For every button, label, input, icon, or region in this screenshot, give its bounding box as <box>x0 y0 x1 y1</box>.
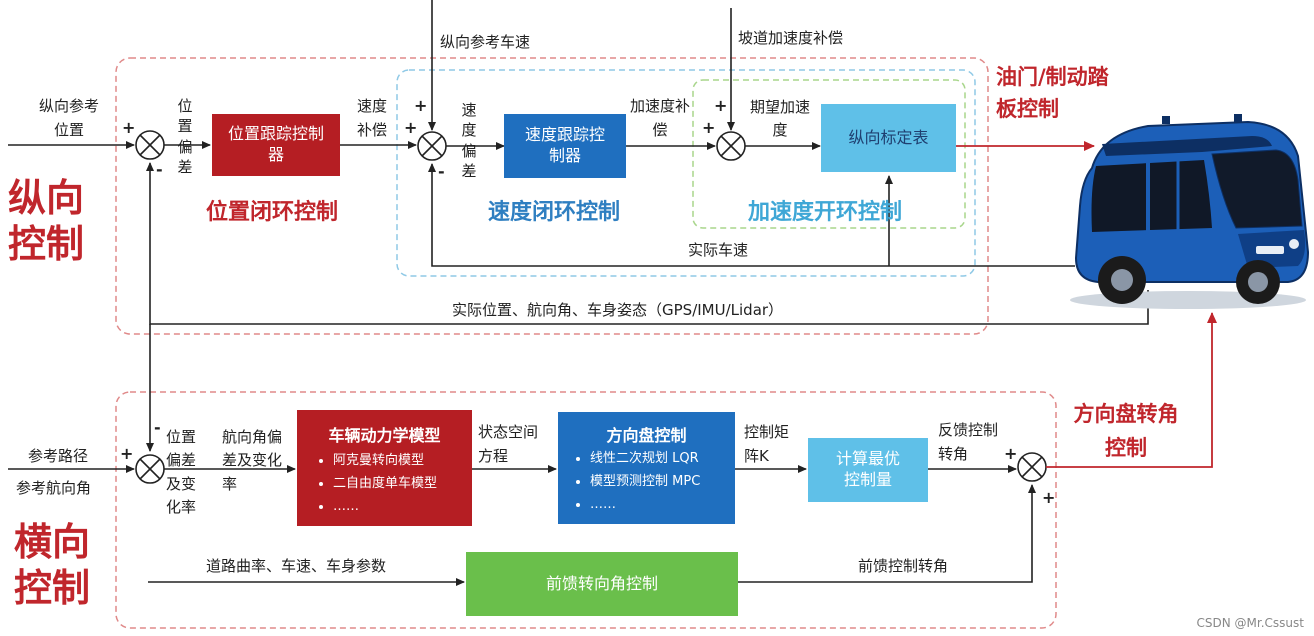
lateral-side-title: 横向控制 <box>14 520 91 610</box>
speed-error-label: 速度偏差 <box>461 101 477 180</box>
list-item: 线性二次规划 LQR <box>590 448 700 471</box>
sign-plus: + <box>714 96 728 115</box>
sign-plus: + <box>120 444 134 463</box>
speed-loop-title: 速度闭环控制 <box>488 200 621 225</box>
heading-error-rate-label: 航向角偏差及变化率 <box>222 428 283 493</box>
vehicle-dynamics-box: 车辆动力学模型 阿克曼转向模型 二自由度单车模型 …… <box>297 410 472 526</box>
list-item: 二自由度单车模型 <box>333 473 437 496</box>
steering-angle-output-label: 方向盘转角控制 <box>1073 402 1179 460</box>
watermark: CSDN @Mr.Cssust <box>1196 616 1304 630</box>
steering-control-title: 方向盘控制 <box>606 426 687 445</box>
ref-position-label: 纵向参考位置 <box>38 97 99 139</box>
autonomous-bus-image <box>1070 114 1310 309</box>
sign-minus: - <box>156 160 163 179</box>
ref-heading-label: 参考航向角 <box>16 479 92 497</box>
longitudinal-frame <box>115 57 989 335</box>
list-item: …… <box>333 496 437 519</box>
ref-path-label: 参考路径 <box>28 447 89 465</box>
list-item: …… <box>590 494 700 517</box>
vehicle-dynamics-title: 车辆动力学模型 <box>328 426 441 445</box>
list-item: 阿克曼转向模型 <box>333 450 437 473</box>
position-controller-box: 位置跟踪控制器 <box>212 114 340 176</box>
pedal-control-output-label: 油门/制动踏板控制 <box>996 65 1109 121</box>
lateral-frame <box>115 391 1057 629</box>
accel-frame <box>692 79 966 229</box>
speed-controller-box: 速度跟踪控制器 <box>504 114 626 178</box>
position-error-label: 位置偏差 <box>177 97 193 176</box>
sign-plus: + <box>414 96 428 115</box>
road-info-label: 道路曲率、车速、车身参数 <box>206 557 387 575</box>
state-space-label: 状态空间方程 <box>478 423 539 465</box>
longitudinal-side-title: 纵向控制 <box>8 176 85 266</box>
speed-comp-label: 速度补偿 <box>356 97 387 139</box>
calibration-table-box: 纵向标定表 <box>821 104 956 172</box>
feedback-state-label: 实际位置、航向角、车身姿态（GPS/IMU/Lidar） <box>452 301 784 319</box>
desired-accel-label: 期望加速度 <box>750 98 811 139</box>
feedforward-steer-box: 前馈转向角控制 <box>466 552 738 616</box>
accel-comp-label: 加速度补偿 <box>630 97 691 139</box>
speed-frame <box>396 69 976 277</box>
steering-control-box: 方向盘控制 线性二次规划 LQR 模型预测控制 MPC …… <box>558 412 735 524</box>
list-item: 模型预测控制 MPC <box>590 471 700 494</box>
sign-minus: - <box>154 418 161 437</box>
vehicle-dynamics-list: 阿克曼转向模型 二自由度单车模型 …… <box>319 450 437 518</box>
ref-speed-label: 纵向参考车速 <box>440 33 531 51</box>
optimal-control-box: 计算最优控制量 <box>808 438 928 502</box>
sign-plus: + <box>1004 444 1018 463</box>
position-loop-title: 位置闭环控制 <box>206 200 339 225</box>
position-error-rate-label: 位置偏差及变化率 <box>166 428 197 516</box>
control-matrix-label: 控制矩阵K <box>744 423 790 465</box>
sign-minus: - <box>438 162 445 181</box>
feedback-angle-label: 反馈控制转角 <box>938 421 999 463</box>
accel-loop-title: 加速度开环控制 <box>748 200 903 225</box>
actual-speed-label: 实际车速 <box>688 241 749 259</box>
sign-plus: + <box>122 118 136 137</box>
steering-control-list: 线性二次规划 LQR 模型预测控制 MPC …… <box>576 448 700 516</box>
sign-plus: + <box>404 118 418 137</box>
sign-plus: + <box>1042 488 1056 507</box>
feedforward-angle-label: 前馈控制转角 <box>858 557 949 575</box>
sign-plus: + <box>702 118 716 137</box>
slope-comp-label: 坡道加速度补偿 <box>738 29 844 47</box>
